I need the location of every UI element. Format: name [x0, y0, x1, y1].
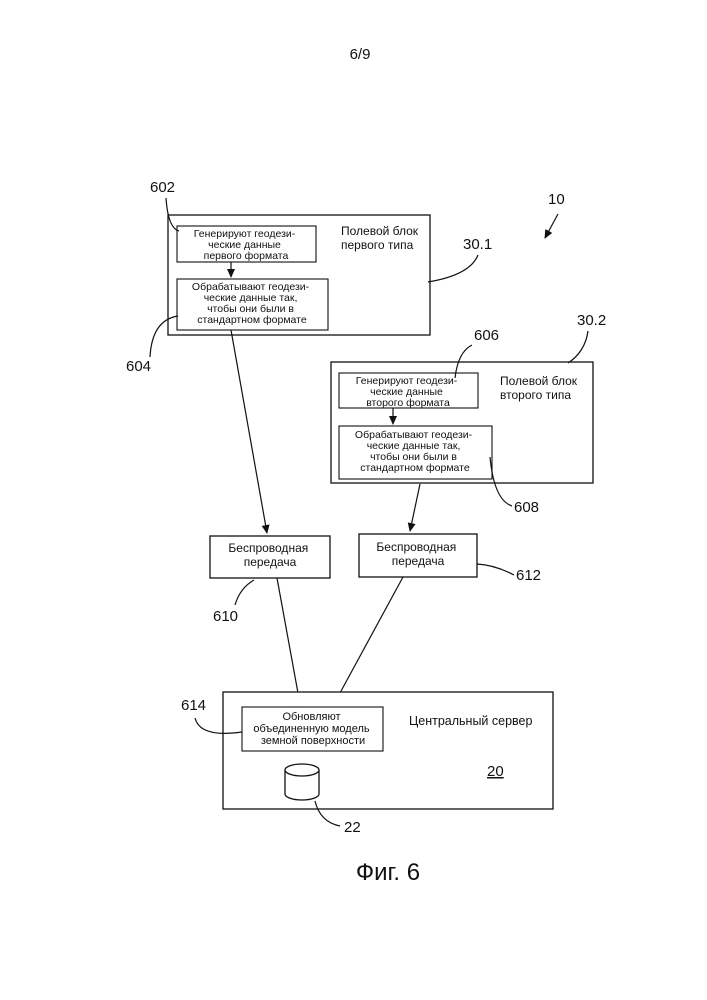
- central-server-title: Центральный сервер: [409, 714, 532, 728]
- arrow-wireless2-to-server: [334, 577, 403, 704]
- ref-label-30-1: 30.1: [463, 236, 492, 253]
- leader-610: [235, 580, 254, 605]
- arrow-wireless1-to-server: [277, 578, 300, 704]
- arrow-unit2-to-wireless2: [410, 484, 420, 531]
- field-unit-1-title: Полевой блок первого типа: [341, 224, 421, 252]
- ref-label-604: 604: [126, 358, 151, 375]
- field-unit-2-title: Полевой блок второго типа: [500, 374, 580, 402]
- ref-label-612: 612: [516, 567, 541, 584]
- ref-label-608: 608: [514, 499, 539, 516]
- leader-612: [477, 564, 514, 575]
- step-generate-first-format-text: Генерируют геодези- ческие данные первог…: [194, 228, 298, 262]
- leader-30-2: [568, 331, 588, 363]
- step-process-second-text: Обрабатывают геодези- ческие данные так,…: [355, 429, 475, 474]
- figure-caption: Фиг. 6: [356, 859, 420, 886]
- ref-label-606: 606: [474, 327, 499, 344]
- database-icon: [285, 764, 319, 800]
- step-generate-second-format-text: Генерируют геодези- ческие данные второг…: [356, 375, 460, 409]
- step-process-first-text: Обрабатывают геодези- ческие данные так,…: [192, 281, 312, 326]
- ref-label-30-2: 30.2: [577, 312, 606, 329]
- ref-label-614: 614: [181, 697, 206, 714]
- ref-label-10: 10: [548, 191, 565, 208]
- ref-arrow-10: [545, 214, 558, 238]
- arrow-unit1-to-wireless1: [231, 330, 267, 533]
- ref-label-602: 602: [150, 179, 175, 196]
- ref-label-22: 22: [344, 819, 361, 836]
- page-number: 6/9: [350, 46, 371, 63]
- ref-label-20: 20: [487, 763, 504, 780]
- ref-label-610: 610: [213, 608, 238, 625]
- leader-30-1: [428, 255, 478, 282]
